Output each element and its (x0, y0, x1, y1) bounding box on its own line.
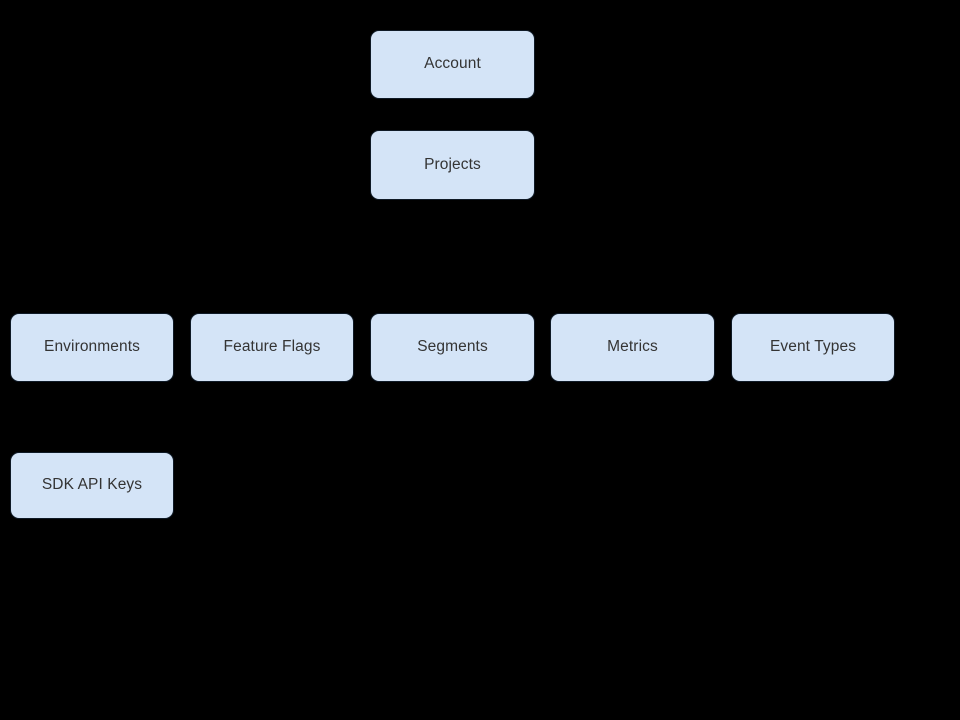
node-segments[interactable]: Segments (370, 313, 535, 382)
edge-projects-to-event-types (451, 200, 814, 313)
node-event-types[interactable]: Event Types (731, 313, 895, 382)
node-account[interactable]: Account (370, 30, 535, 99)
node-sdk-api-keys[interactable]: SDK API Keys (10, 452, 174, 519)
node-environments[interactable]: Environments (10, 313, 174, 382)
edge-projects-to-metrics (451, 200, 633, 313)
edge-projects-to-feature-flags (271, 200, 453, 313)
edge-projects-to-environments (91, 200, 453, 313)
node-feature-flags[interactable]: Feature Flags (190, 313, 354, 382)
node-label-metrics: Metrics (607, 338, 658, 356)
node-label-feature-flags: Feature Flags (223, 338, 321, 356)
node-label-event-types: Event Types (769, 338, 857, 356)
node-label-account: Account (424, 55, 481, 73)
node-projects[interactable]: Projects (370, 130, 535, 200)
node-label-sdk-api-keys: SDK API Keys (41, 476, 143, 494)
node-metrics[interactable]: Metrics (550, 313, 715, 382)
node-label-projects: Projects (424, 155, 481, 173)
node-label-segments: Segments (417, 338, 488, 356)
node-label-environments: Environments (44, 338, 140, 356)
